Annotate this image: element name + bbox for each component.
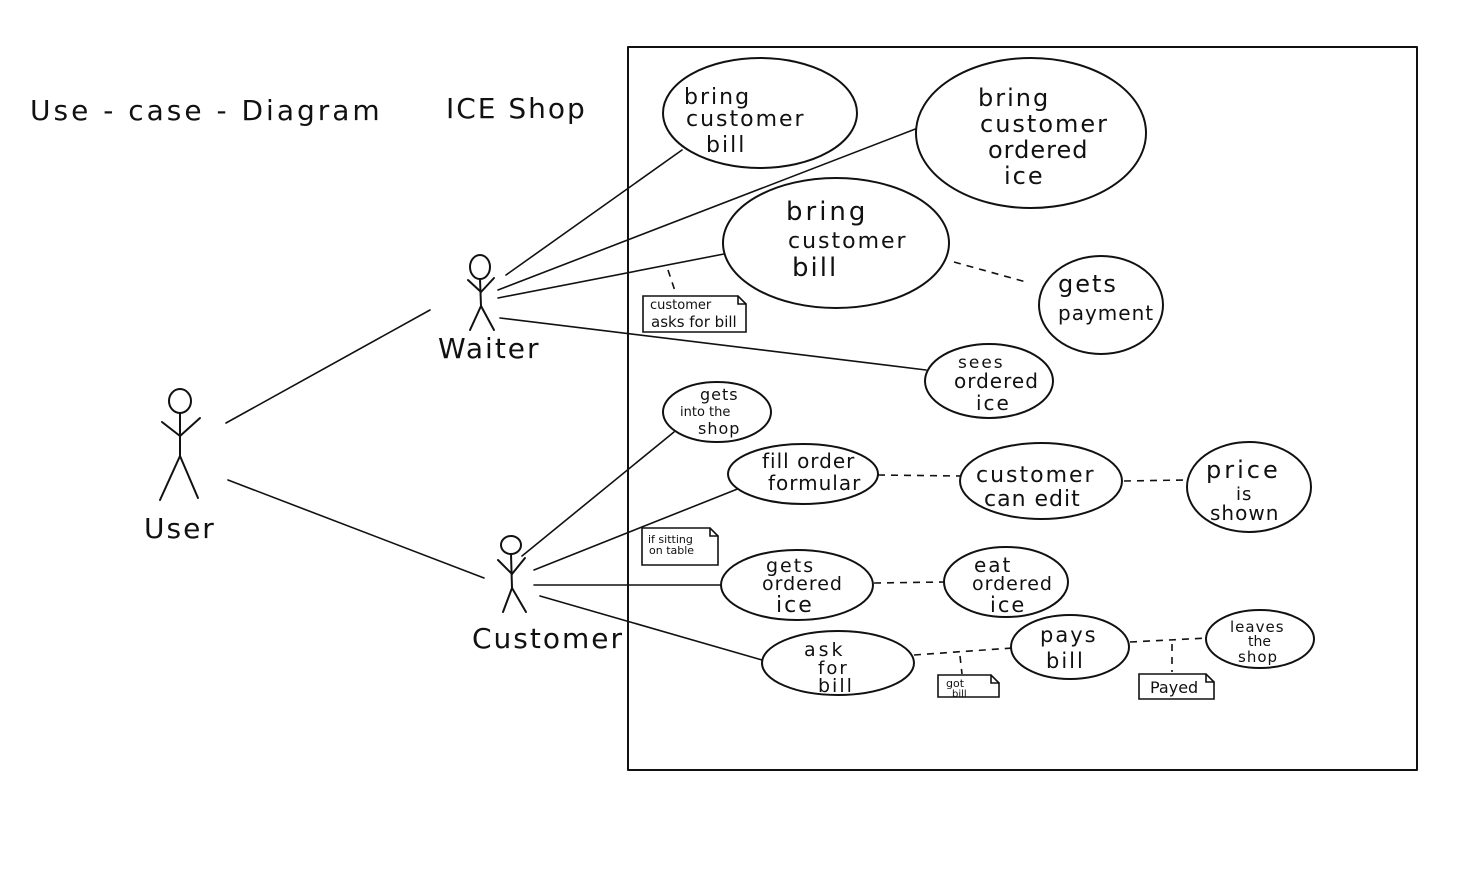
svg-text:pays: pays bbox=[1040, 623, 1098, 647]
diagram-title: Use - case - Diagram bbox=[30, 94, 383, 127]
svg-text:bill: bill bbox=[792, 253, 838, 283]
assoc-waiter-sees-ordered-ice bbox=[499, 317, 927, 371]
svg-text:customer: customer bbox=[788, 229, 908, 254]
use-case-bring-ordered-ice: bring customer ordered ice bbox=[915, 57, 1147, 209]
svg-text:if sitting: if sitting bbox=[648, 533, 693, 546]
svg-text:ordered: ordered bbox=[972, 573, 1053, 595]
svg-text:ice: ice bbox=[990, 593, 1026, 617]
assoc-user-waiter bbox=[225, 309, 431, 424]
svg-text:ordered: ordered bbox=[988, 136, 1088, 164]
svg-text:for: for bbox=[818, 658, 849, 679]
svg-text:ask: ask bbox=[804, 639, 846, 661]
svg-text:got: got bbox=[946, 677, 965, 690]
use-case-bring-bill-1: bring customer bill bbox=[662, 57, 858, 169]
use-case-gets-into-shop: gets into the shop bbox=[662, 381, 772, 443]
svg-text:customer: customer bbox=[650, 298, 712, 313]
use-case-leaves-shop: leaves the shop bbox=[1205, 609, 1315, 669]
note-customer-asks-for-bill: customer asks for bill bbox=[642, 295, 747, 333]
assoc-waiter-bring-bill-2 bbox=[497, 253, 725, 299]
rel-bill-payment bbox=[953, 261, 1027, 283]
assoc-waiter-bring-bill-1 bbox=[505, 149, 683, 276]
assoc-customer-ask-for-bill bbox=[539, 595, 763, 661]
svg-text:is: is bbox=[1236, 484, 1252, 505]
svg-text:bill: bill bbox=[952, 689, 967, 700]
use-case-sees-ordered-ice: sees ordered ice bbox=[924, 343, 1054, 419]
svg-text:bill: bill bbox=[706, 133, 746, 158]
use-case-gets-payment: gets payment bbox=[1038, 255, 1164, 355]
use-case-customer-can-edit: customer can edit bbox=[959, 442, 1123, 520]
rel-ask-pays bbox=[913, 647, 1013, 656]
actor-customer bbox=[497, 535, 527, 613]
assoc-customer-fill-order bbox=[533, 487, 741, 571]
svg-text:fill order: fill order bbox=[762, 449, 855, 473]
note-got-bill: got bill bbox=[937, 674, 1000, 700]
actor-waiter-label: Waiter bbox=[438, 332, 541, 365]
svg-text:bring: bring bbox=[786, 197, 868, 227]
svg-text:sees: sees bbox=[958, 353, 1005, 373]
svg-text:gets: gets bbox=[700, 385, 739, 404]
use-case-price-shown: price is shown bbox=[1186, 441, 1312, 533]
svg-text:ice: ice bbox=[976, 391, 1011, 415]
note-payed: Payed bbox=[1138, 673, 1215, 700]
svg-text:customer: customer bbox=[686, 107, 806, 132]
use-case-gets-ordered-ice: gets ordered ice bbox=[720, 549, 874, 621]
svg-text:on table: on table bbox=[649, 544, 694, 557]
svg-text:bill: bill bbox=[1046, 649, 1085, 673]
svg-text:gets: gets bbox=[1058, 270, 1118, 298]
rel-pays-leaves bbox=[1129, 637, 1209, 643]
svg-text:ordered: ordered bbox=[762, 573, 843, 595]
assoc-user-customer bbox=[227, 479, 485, 579]
svg-text:formular: formular bbox=[768, 471, 861, 495]
svg-text:shop: shop bbox=[698, 419, 740, 438]
use-case-eat-ordered-ice: eat ordered ice bbox=[943, 546, 1069, 618]
note-anchor-customer-asks bbox=[667, 269, 677, 295]
svg-text:eat: eat bbox=[974, 553, 1012, 577]
use-case-pays-bill: pays bill bbox=[1010, 614, 1130, 680]
rel-gets-eat bbox=[873, 581, 945, 584]
assoc-waiter-bring-ordered-ice bbox=[497, 127, 919, 291]
svg-text:asks for bill: asks for bill bbox=[651, 313, 737, 331]
use-case-ask-for-bill: ask for bill bbox=[761, 630, 915, 697]
svg-text:payment: payment bbox=[1058, 301, 1154, 325]
note-if-sitting-on-table: if sitting on table bbox=[641, 527, 719, 566]
actor-waiter bbox=[467, 254, 495, 331]
svg-text:into the: into the bbox=[680, 405, 730, 420]
svg-text:the: the bbox=[1248, 634, 1271, 650]
svg-text:ice: ice bbox=[776, 593, 814, 618]
system-boundary bbox=[627, 46, 1418, 771]
svg-text:leaves: leaves bbox=[1230, 618, 1285, 636]
rel-edit-price bbox=[1123, 479, 1187, 482]
actor-user-label: User bbox=[144, 512, 216, 545]
actor-customer-label: Customer bbox=[472, 622, 624, 655]
diagram-subtitle: ICE Shop bbox=[446, 92, 587, 125]
svg-text:shown: shown bbox=[1210, 501, 1279, 525]
rel-fill-edit bbox=[877, 474, 961, 477]
svg-text:ordered: ordered bbox=[954, 369, 1039, 393]
svg-text:can edit: can edit bbox=[984, 487, 1081, 512]
svg-text:price: price bbox=[1206, 456, 1281, 484]
use-case-fill-order: fill order formular bbox=[727, 443, 879, 505]
assoc-customer-gets-into-shop bbox=[521, 431, 675, 557]
svg-text:customer: customer bbox=[980, 110, 1109, 138]
svg-text:ice: ice bbox=[1004, 162, 1045, 190]
svg-text:gets: gets bbox=[766, 555, 815, 577]
actor-user bbox=[159, 388, 201, 501]
svg-text:bill: bill bbox=[818, 675, 854, 697]
svg-text:shop: shop bbox=[1238, 648, 1278, 666]
use-case-bring-bill-2: bring customer bill bbox=[722, 177, 950, 309]
svg-text:bring: bring bbox=[684, 85, 751, 110]
svg-text:bring: bring bbox=[978, 84, 1050, 112]
svg-text:customer: customer bbox=[976, 463, 1096, 488]
svg-text:Payed: Payed bbox=[1150, 678, 1198, 697]
note-anchor-got-bill bbox=[959, 655, 963, 675]
